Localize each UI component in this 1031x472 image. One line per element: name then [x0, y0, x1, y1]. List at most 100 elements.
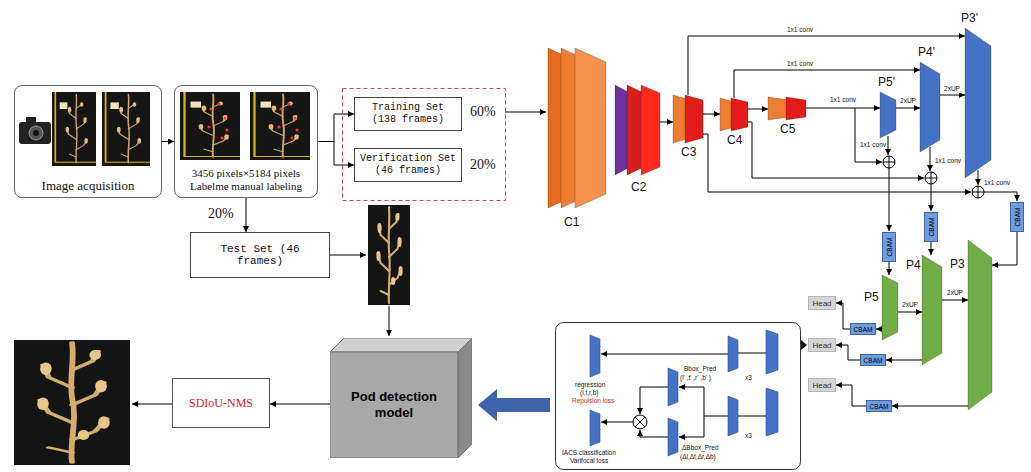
annotation: (l' ,t' ,r' ,b' ) [680, 374, 711, 382]
cbam-box: CBAM [882, 232, 896, 262]
node-text: CBAM [864, 357, 883, 364]
nms-box: SDIoU-NMS [172, 378, 270, 428]
edge-label: 2xUP [946, 289, 964, 297]
connector [876, 329, 882, 330]
layer-label: P4' [918, 46, 935, 58]
cbam-box: CBAM [866, 400, 892, 412]
plant-photo [52, 92, 96, 166]
head-box: Head [808, 338, 836, 352]
edge-label: 1x1 conv [829, 96, 857, 104]
feature-map: P4' [920, 62, 940, 152]
layer-label: C5 [780, 123, 795, 135]
dataset-group [343, 89, 506, 201]
feature-plate [965, 28, 991, 178]
annotation: ΔBbox_Pred [682, 444, 719, 452]
feature-map: C5 [768, 97, 806, 120]
dataset-box: Test Set (46 frames) [190, 232, 330, 278]
annotation: (l,t,r,b) [580, 389, 598, 397]
cube-side [458, 338, 472, 458]
layer-label: P3' [961, 12, 978, 24]
feature-map-plates [720, 98, 748, 131]
cbam-box: CBAM [924, 212, 938, 242]
image-panel: Image acquisition [14, 85, 162, 198]
camera-lens [29, 126, 43, 140]
connector [734, 70, 920, 98]
feature-map: C3 [673, 95, 703, 143]
annotation: 20% [470, 157, 496, 173]
connector [162, 141, 174, 142]
feature-plate [968, 240, 992, 410]
node-text: Head [812, 299, 831, 308]
annotation: 1x1 conv [860, 141, 886, 149]
arrow [132, 404, 172, 405]
dataset-box: Verification Set (46 frames) [354, 148, 462, 182]
plant-photo [102, 92, 150, 166]
labeled-photo [180, 92, 240, 160]
connector [748, 109, 768, 110]
connector [889, 262, 890, 275]
annotation: x3 [745, 374, 752, 382]
node-text: Verification Set (46 frames) [359, 153, 457, 177]
feature-plate [575, 48, 606, 208]
layer-label: C2 [631, 181, 646, 193]
node-text: Image acquisition [42, 178, 135, 193]
connector [806, 108, 880, 109]
node-text: Pod detection model [339, 389, 449, 421]
feature-map-plates [615, 85, 660, 175]
feature-map-plates [673, 95, 703, 143]
connector [992, 232, 1017, 265]
feature-map-plates [548, 48, 606, 208]
connector [940, 95, 965, 96]
layer-label: P3 [950, 258, 965, 270]
feature-map-plates [880, 92, 896, 138]
connector [318, 142, 354, 166]
connector [246, 198, 247, 232]
node-text: CBAM [854, 326, 873, 333]
node-text: CBAM [1014, 208, 1021, 227]
connector [703, 114, 720, 115]
feature-map: C2 [615, 85, 660, 175]
feature-plate [880, 92, 896, 138]
feature-map-plates [768, 97, 806, 120]
annotation: Varifocal loss [570, 457, 608, 465]
feature-plate [922, 255, 942, 365]
node-text: Training Set (138 frames) [366, 102, 450, 126]
layer-label: P5' [878, 76, 895, 88]
dataset-box: Training Set (138 frames) [354, 97, 462, 131]
product-symbol [633, 415, 647, 429]
zoom-pointer [801, 340, 807, 350]
node-text: Head [812, 341, 831, 350]
feature-map-plates [965, 28, 991, 178]
connector [931, 242, 932, 255]
node-text: CBAM [870, 403, 889, 410]
connector [836, 345, 860, 360]
feature-map-plates [882, 275, 898, 340]
cbam-box: CBAM [860, 354, 886, 366]
connector [892, 406, 968, 407]
connector [318, 114, 354, 142]
feature-map-plates [968, 240, 992, 410]
layer-label: P4 [906, 259, 921, 271]
annotation: 1x1 conv [935, 157, 961, 165]
camera-icon [19, 117, 51, 144]
model-block: Pod detection model [330, 338, 472, 458]
head-wires [601, 353, 766, 437]
model-face: Pod detection model [330, 352, 458, 458]
connector [896, 108, 920, 109]
connector [660, 122, 673, 123]
arrow [389, 306, 390, 336]
test-photo [368, 205, 410, 305]
cbam-box: CBAM [850, 323, 876, 335]
annotation: Repulsion loss [572, 397, 614, 405]
feature-map: C4 [720, 98, 748, 131]
node-text: Labelme manual labeling [190, 180, 302, 193]
node-text: 3456 pixels×5184 pixels [192, 167, 300, 180]
camera-lens-center [33, 130, 39, 136]
feature-plate [882, 275, 898, 340]
head-box: Head [808, 296, 836, 310]
feature-map: P4 [922, 255, 942, 365]
annotation: 1x1 conv [984, 179, 1010, 187]
feature-plate [731, 98, 748, 131]
head-layers [590, 330, 778, 456]
